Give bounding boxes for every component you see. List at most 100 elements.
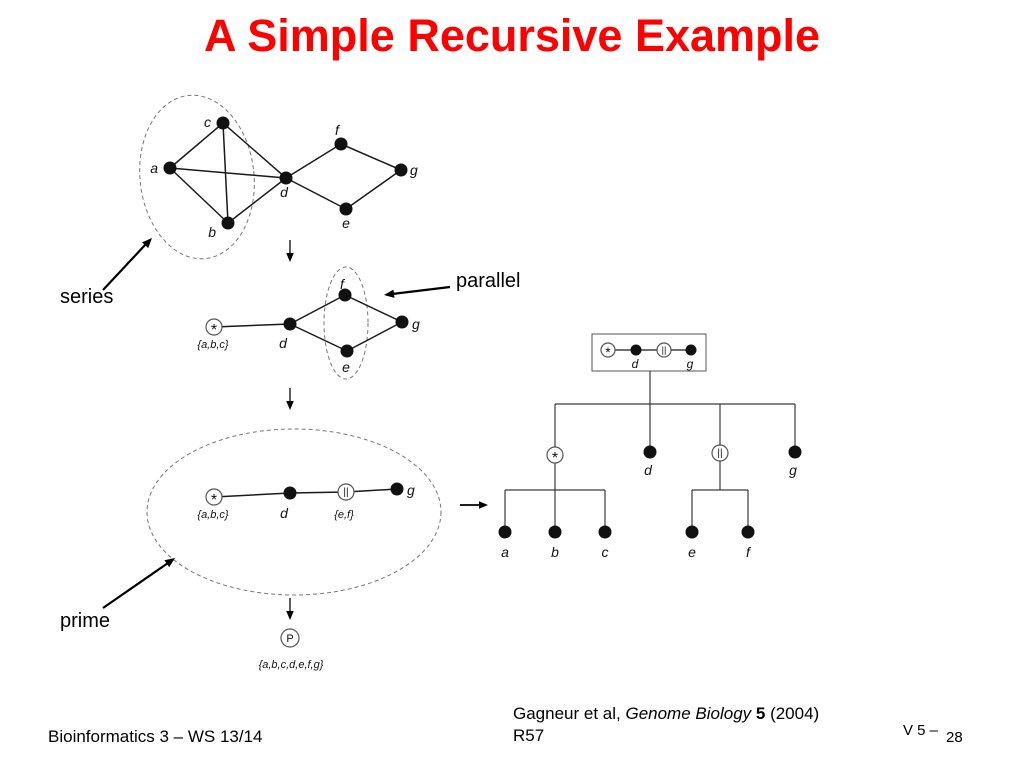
node-label-g: g <box>789 462 797 478</box>
node-label-e: e <box>688 544 696 560</box>
prime-operator-node <box>280 628 300 648</box>
node-label-d: d <box>280 184 289 200</box>
node-label-b: b <box>208 224 216 240</box>
tree-branches <box>504 371 796 526</box>
node-e <box>685 525 699 539</box>
citation-volume: 5 <box>751 704 766 723</box>
node-f <box>741 525 755 539</box>
arrowhead-icon <box>384 289 395 298</box>
prime-root: P {a,b,c,d,e,f,g} <box>259 628 324 671</box>
parallel-label: parallel <box>456 270 520 292</box>
top-graph: c a b d f e g <box>139 94 418 260</box>
prime-module-outline <box>146 428 442 596</box>
series-operator-icon: * <box>211 322 217 339</box>
module-label-ef: {e,f} <box>334 509 354 521</box>
module-label-abc: {a,b,c} <box>197 339 229 351</box>
arrowhead-icon <box>164 558 175 568</box>
node-label-d: d <box>280 505 289 521</box>
modular-decomposition-diagram: c a b d f e g series <box>60 94 802 671</box>
footer-version: V 5 – <box>903 722 939 739</box>
middle-graph: * {a,b,c} d f e g <box>197 266 420 380</box>
middle-graph-edges <box>213 294 403 352</box>
node-a <box>163 161 177 175</box>
citation-authors: Gagneur et al, <box>513 704 626 723</box>
module-label-all: {a,b,c,d,e,f,g} <box>259 659 324 671</box>
step-arrow-2 <box>286 388 294 410</box>
prime-operator-icon: P <box>286 633 293 645</box>
arrowhead-icon <box>286 253 294 262</box>
node-label-g: g <box>412 316 420 332</box>
node-d <box>279 171 293 185</box>
node-d <box>643 445 657 459</box>
arrowhead-icon <box>286 611 294 620</box>
node-label-a: a <box>150 160 158 176</box>
arrowhead-icon <box>286 401 294 410</box>
parallel-operator-node <box>337 483 355 501</box>
node-label-d: d <box>644 462 653 478</box>
citation-year: (2004) <box>765 704 820 723</box>
arrowhead-icon <box>142 238 152 249</box>
node-g <box>395 315 409 329</box>
node-label-c: c <box>204 114 211 130</box>
node-b <box>221 216 235 230</box>
node-label-a: a <box>501 544 509 560</box>
node-f <box>338 288 352 302</box>
prime-annotation: prime <box>60 558 175 632</box>
node-c <box>216 116 230 130</box>
node-d <box>283 486 297 500</box>
series-operator-icon: * <box>605 344 611 360</box>
node-c <box>598 525 612 539</box>
series-annotation: series <box>60 238 152 308</box>
to-tree-arrow <box>460 501 488 509</box>
decomposition-tree: * || d g <box>498 333 802 560</box>
series-label: series <box>60 286 113 308</box>
node-e <box>339 202 353 216</box>
parallel-operator-node <box>656 342 672 358</box>
parallel-operator-node <box>711 444 729 462</box>
module-label-abc: {a,b,c} <box>197 509 229 521</box>
citation-line1: Gagneur et al, Genome Biology 5 (2004) <box>513 703 893 725</box>
series-operator-icon: * <box>211 492 217 509</box>
node-g <box>394 163 408 177</box>
citation-journal: Genome Biology <box>625 704 752 723</box>
quotient-graph: * || {a,b,c} d {e,f} g <box>146 428 442 596</box>
series-module-outline <box>139 94 255 260</box>
node-label-g: g <box>410 162 418 178</box>
node-d <box>283 317 297 331</box>
node-label-e: e <box>342 215 350 231</box>
node-label-f: f <box>340 276 346 292</box>
series-operator-node <box>205 488 223 506</box>
node-label-b: b <box>551 544 559 560</box>
slide-number: 28 <box>946 729 963 746</box>
citation: Gagneur et al, Genome Biology 5 (2004) R… <box>513 703 893 747</box>
node-g <box>788 445 802 459</box>
slide-title: A Simple Recursive Example <box>203 10 821 61</box>
series-operator-node <box>205 318 223 336</box>
series-operator-node <box>600 342 616 358</box>
node-label-f: f <box>335 122 341 138</box>
node-e <box>340 344 354 358</box>
quotient-graph-edges <box>213 488 398 498</box>
top-graph-edges <box>169 122 402 224</box>
parallel-module-outline <box>323 266 369 380</box>
prime-label: prime <box>60 610 110 632</box>
node-label-c: c <box>602 544 609 560</box>
node-g <box>685 344 697 356</box>
node-label-e: e <box>342 359 350 375</box>
node-f <box>334 137 348 151</box>
node-g <box>390 482 404 496</box>
series-operator-node <box>546 446 564 464</box>
step-arrow-3 <box>286 598 294 620</box>
node-b <box>548 525 562 539</box>
node-label-g: g <box>687 357 694 371</box>
footer-course: Bioinformatics 3 – WS 13/14 <box>48 727 263 746</box>
node-a <box>498 525 512 539</box>
node-label-g: g <box>407 482 415 498</box>
citation-pages: R57 <box>513 726 545 745</box>
arrowhead-icon <box>479 501 488 509</box>
step-arrow-1 <box>286 240 294 262</box>
node-label-f: f <box>746 544 752 560</box>
parallel-operator-icon: || <box>662 345 667 355</box>
parallel-annotation: parallel <box>384 270 520 298</box>
